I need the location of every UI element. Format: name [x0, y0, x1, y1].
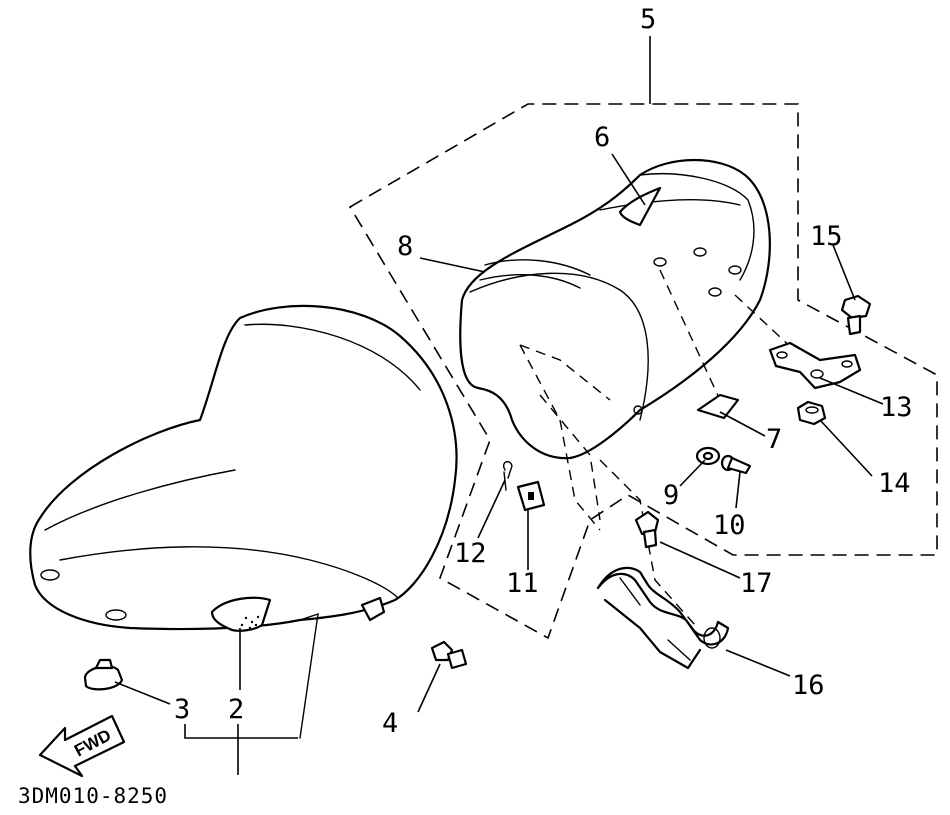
callout-2: 2	[228, 694, 244, 725]
bolt-4	[430, 640, 468, 670]
diagram-code: 3DM010-8250	[18, 784, 168, 808]
bolt-17	[634, 510, 660, 549]
rear-seat	[459, 159, 771, 460]
bolt-15	[840, 294, 872, 336]
damper-3	[83, 658, 124, 691]
callout-8: 8	[397, 231, 413, 262]
callouts: 2 3 4 5 6 7 8 9 10 11 12 13 14 15 16 17	[174, 4, 913, 739]
washer-9	[695, 446, 721, 466]
bracket-13	[768, 341, 862, 390]
seat-hook-16	[596, 566, 730, 670]
callout-15: 15	[810, 221, 843, 252]
nut-14	[796, 400, 827, 426]
rear-seat-badge-6	[618, 186, 662, 227]
callout-5: 5	[640, 4, 656, 35]
callout-16: 16	[792, 670, 825, 701]
callout-10: 10	[713, 510, 746, 541]
assembly-outline-5	[348, 103, 938, 640]
front-seat	[29, 304, 458, 739]
callout-17: 17	[740, 568, 773, 599]
callout-12: 12	[454, 538, 487, 569]
seat-strap-2	[210, 596, 272, 632]
pin-12	[503, 460, 513, 491]
callout-9: 9	[663, 480, 679, 511]
callout-11: 11	[506, 568, 539, 599]
callout-4: 4	[382, 708, 398, 739]
callout-3: 3	[174, 694, 190, 725]
callout-14: 14	[878, 468, 911, 499]
screw-10	[720, 454, 752, 475]
leader-lines	[114, 36, 884, 775]
seat-hole-bottom	[105, 609, 127, 621]
callout-6: 6	[594, 122, 610, 153]
seat-hole-left	[40, 569, 60, 581]
clip-nut-7	[696, 393, 740, 420]
callout-7: 7	[766, 424, 782, 455]
forward-arrow-icon: FWD	[38, 714, 126, 778]
front-seat-bracket	[360, 596, 386, 622]
strap-hatch	[240, 615, 260, 630]
clip-nut-11	[516, 480, 546, 512]
callout-13: 13	[880, 392, 913, 423]
